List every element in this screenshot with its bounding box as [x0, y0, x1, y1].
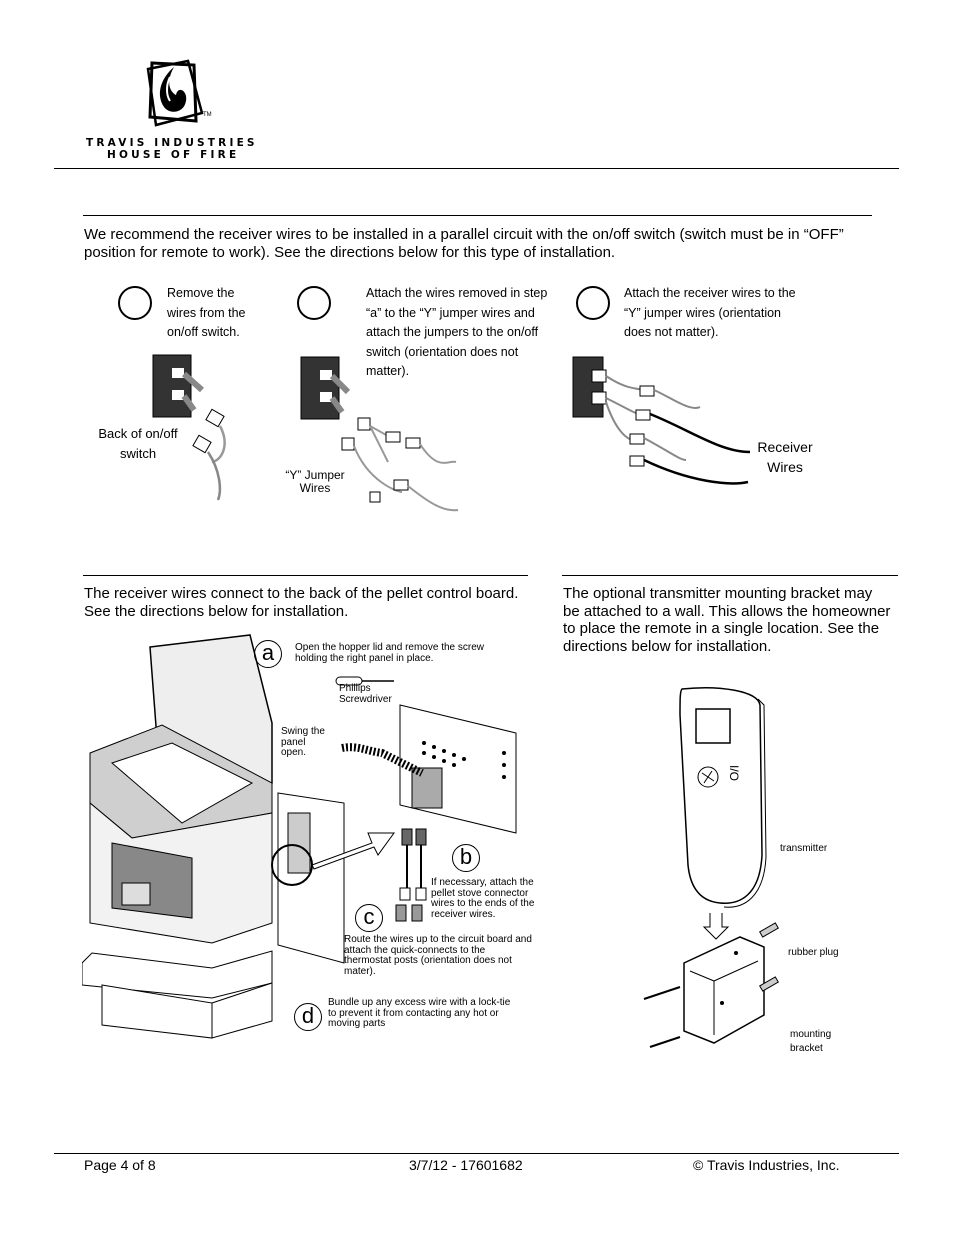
stove-illustration: [81, 633, 532, 1053]
label-transmitter: transmitter: [780, 843, 828, 854]
company-logo: [130, 55, 220, 135]
switch-removal-illustration: [150, 350, 260, 510]
header-divider: [54, 168, 899, 169]
y-jumper-illustration: [298, 352, 463, 517]
step-b-text: Attach the wires removed in step “a” to …: [366, 286, 548, 378]
step-d-marker: d: [294, 1003, 322, 1031]
step-c-circle: [576, 286, 610, 320]
step-c-text: Attach the receiver wires to the “Y” jum…: [624, 286, 796, 339]
company-tagline: HOUSE OF FIRE: [107, 149, 240, 161]
section2-intro: The receiver wires connect to the back o…: [84, 585, 519, 620]
copyright: © Travis Industries, Inc.: [693, 1157, 840, 1173]
section1-rule: [83, 215, 872, 216]
step-a-text: Remove the wires from the on/off switch.: [167, 286, 246, 339]
label-receiver-wires: Receiver Wires: [757, 439, 813, 475]
section3-intro: The optional transmitter mounting bracke…: [563, 585, 891, 655]
section3-rule: [562, 575, 898, 576]
receiver-wire-illustration: [570, 352, 760, 492]
step-a-circle: [118, 286, 152, 320]
transmitter-illustration: I/O: [640, 685, 780, 1055]
step-c-instruction: Route the wires up to the circuit board …: [344, 934, 532, 977]
step-d-instruction: Bundle up any excess wire with a lock-ti…: [328, 997, 511, 1029]
step-a-instruction: Open the hopper lid and remove the screw…: [295, 642, 484, 664]
section2-rule: [83, 575, 528, 576]
footer-divider: [54, 1153, 899, 1154]
step-b-instruction: If necessary, attach the pellet stove co…: [431, 877, 535, 920]
step-b-marker: b: [452, 844, 480, 872]
tool-label: Phillips Screwdriver: [339, 683, 392, 705]
document-id: 3/7/12 - 17601682: [409, 1157, 523, 1173]
trademark-mark: TM: [203, 112, 212, 118]
section1-intro: We recommend the receiver wires to be in…: [84, 226, 844, 261]
company-name: TRAVIS INDUSTRIES: [86, 137, 258, 149]
svg-text:I/O: I/O: [727, 765, 741, 781]
label-y-jumper: “Y” Jumper Wires: [285, 468, 345, 495]
step-b-circle: [297, 286, 331, 320]
page-number: Page 4 of 8: [84, 1157, 156, 1173]
step-a-marker: a: [254, 640, 282, 668]
label-mounting-bracket: mounting bracket: [790, 1029, 832, 1054]
label-back-switch: Back of on/off switch: [98, 426, 178, 461]
step-c-marker: c: [355, 904, 383, 932]
swing-panel-label: Swing the panel open.: [281, 726, 325, 758]
label-rubber-plug: rubber plug: [788, 947, 839, 958]
